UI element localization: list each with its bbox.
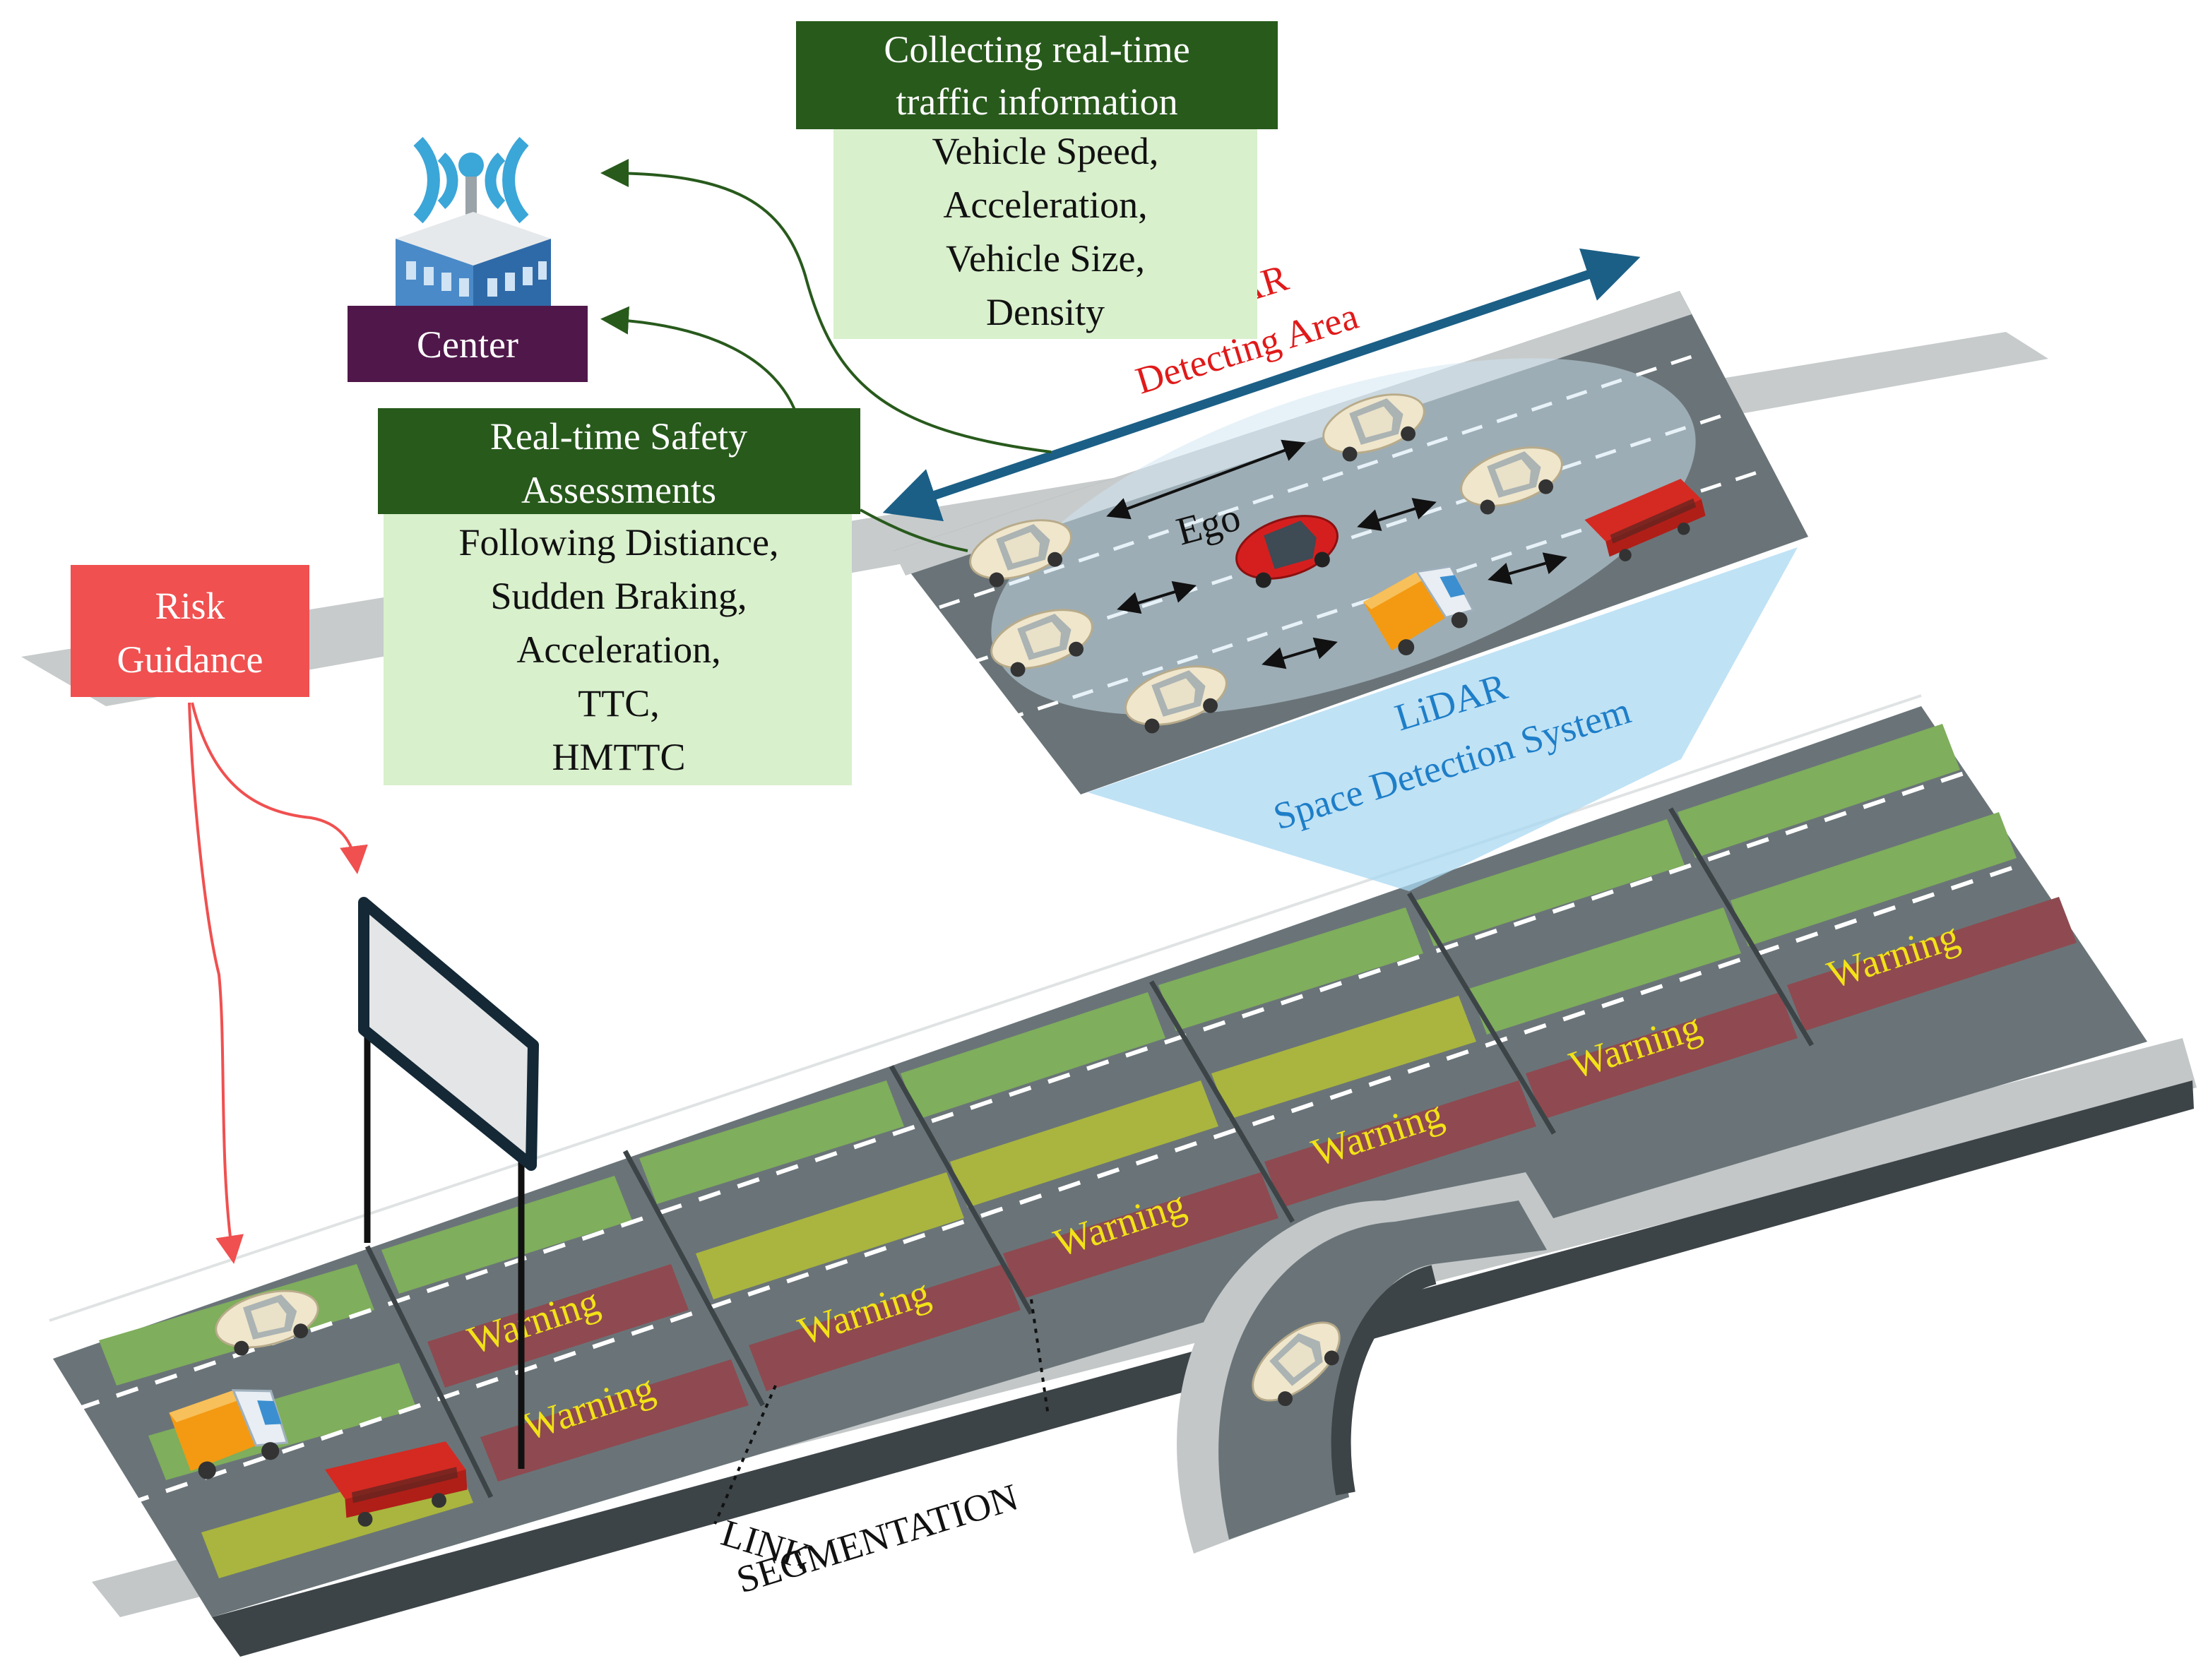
ramp-road bbox=[1177, 1172, 1568, 1554]
safety-title-line2: Assessments bbox=[521, 469, 716, 511]
antenna-tower-icon bbox=[413, 136, 529, 227]
lane-segment bbox=[1731, 812, 2017, 946]
safety-item: Following Distiance, bbox=[459, 521, 779, 564]
lane-segment bbox=[1211, 996, 1476, 1119]
arrow-ego-to-safety bbox=[860, 508, 968, 552]
arrow-collecting-to-center bbox=[600, 159, 1052, 453]
collecting-info-box: Collecting real-time traffic information… bbox=[796, 21, 1278, 339]
lane-segment bbox=[950, 1080, 1218, 1208]
arrow-safety-to-center bbox=[600, 306, 796, 410]
collecting-item: Density bbox=[986, 291, 1105, 333]
collecting-item: Vehicle Size, bbox=[946, 237, 1145, 280]
safety-item: Acceleration, bbox=[516, 628, 720, 671]
lane-segment bbox=[1526, 992, 1798, 1119]
lane-segment bbox=[1003, 1172, 1278, 1299]
risk-guidance-box: Risk Guidance bbox=[71, 565, 309, 697]
lidar-projection-beam bbox=[1088, 547, 1798, 891]
ego-car-icon bbox=[1235, 515, 1339, 588]
safety-item: HMTTC bbox=[552, 736, 686, 778]
lane-segment bbox=[639, 1080, 904, 1204]
safety-item: Sudden Braking, bbox=[491, 575, 747, 617]
center-label-box bbox=[348, 306, 588, 382]
safety-assessment-box: Real-time Safety Assessments Following D… bbox=[378, 408, 860, 785]
road-sign-icon bbox=[358, 897, 539, 1469]
lane-segments bbox=[99, 724, 2077, 1578]
lane-segment bbox=[1158, 907, 1423, 1031]
lane-segment bbox=[1469, 907, 1741, 1035]
lane-segment bbox=[1787, 897, 2077, 1031]
lane-segment bbox=[901, 992, 1165, 1119]
collecting-item: Acceleration, bbox=[943, 184, 1147, 226]
center-label: Center bbox=[417, 323, 518, 366]
safety-item: TTC, bbox=[578, 682, 660, 725]
lane-segment bbox=[480, 1359, 749, 1482]
lidar-area-arrow bbox=[882, 248, 1641, 522]
lane-segment bbox=[1416, 819, 1685, 946]
lane-segment bbox=[1264, 1080, 1536, 1208]
collecting-title-line1: Collecting real-time bbox=[884, 28, 1189, 71]
risk-arrow-to-sign bbox=[191, 702, 368, 874]
risk-arrow-to-car bbox=[188, 702, 244, 1264]
lane-segment bbox=[1678, 724, 1960, 858]
collecting-item: Vehicle Speed, bbox=[932, 130, 1159, 172]
office-building-icon bbox=[396, 212, 551, 311]
risk-guidance-line1: Risk bbox=[155, 585, 225, 627]
lane-segment bbox=[381, 1176, 632, 1294]
lane-segment bbox=[427, 1264, 689, 1388]
lane-segment bbox=[749, 1264, 1021, 1391]
segment-dividers bbox=[364, 807, 1815, 1499]
lane-segment bbox=[696, 1172, 964, 1299]
risk-guidance-line2: Guidance bbox=[117, 638, 263, 681]
safety-title-line1: Real-time Safety bbox=[490, 415, 747, 458]
collecting-title-line2: traffic information bbox=[896, 81, 1177, 123]
